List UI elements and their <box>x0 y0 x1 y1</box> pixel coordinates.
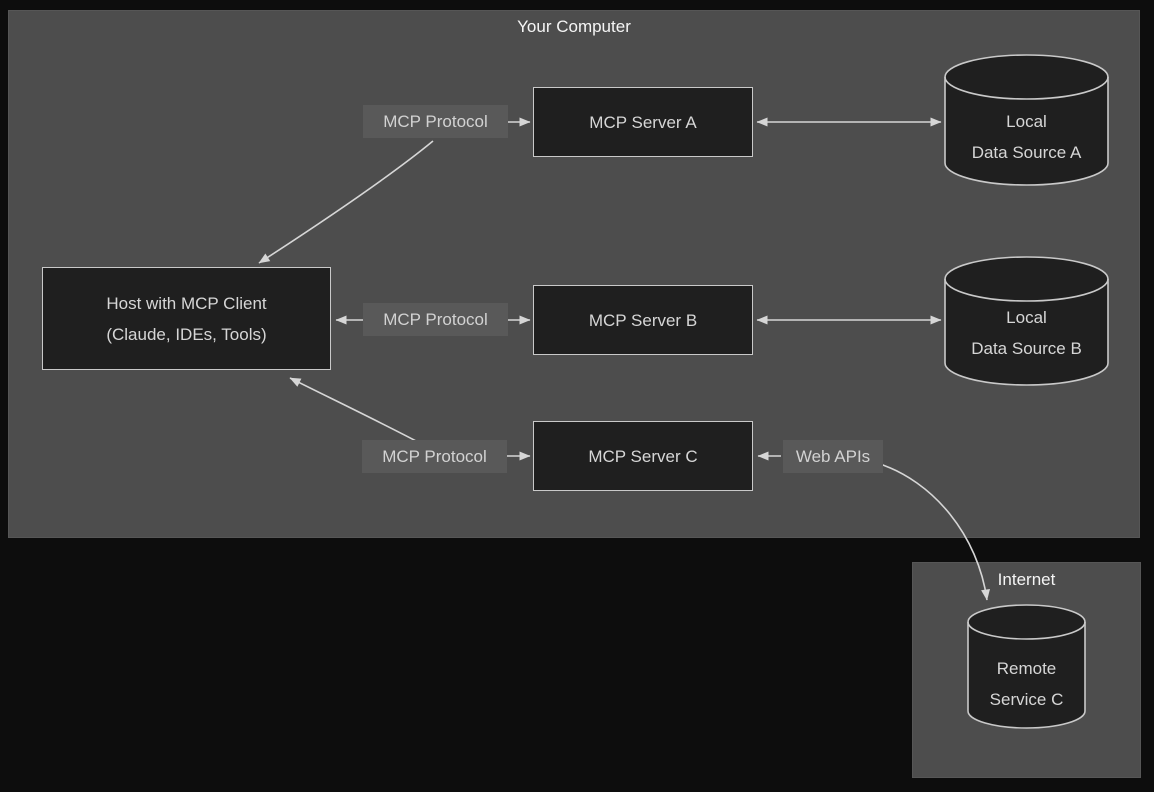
mcp-server-c-box: MCP Server C <box>533 421 753 491</box>
mcp-server-a-label: MCP Server A <box>589 112 697 132</box>
mcp-server-c-label: MCP Server C <box>588 446 698 466</box>
internet-title: Internet <box>997 570 1056 589</box>
mcp-protocol-label-a: MCP Protocol <box>363 105 508 138</box>
your-computer-title: Your Computer <box>517 17 631 36</box>
web-apis-label: Web APIs <box>783 440 883 473</box>
mcp-protocol-label-c: MCP Protocol <box>362 440 507 473</box>
mcp-server-b-label: MCP Server B <box>588 310 698 330</box>
host-label-line2: (Claude, IDEs, Tools) <box>106 324 267 344</box>
mcp-server-a-box: MCP Server A <box>533 87 753 157</box>
mcp-protocol-label-b: MCP Protocol <box>363 303 508 336</box>
local-data-source-b-text: Local Data Source B <box>971 308 1082 358</box>
local-data-source-a-text: Local Data Source A <box>971 112 1082 162</box>
remote-service-c-text: Remote Service C <box>989 659 1064 709</box>
mcp-server-b-box: MCP Server B <box>533 285 753 355</box>
host-box: Host with MCP Client (Claude, IDEs, Tool… <box>42 267 331 370</box>
host-label-line1: Host with MCP Client <box>106 293 267 313</box>
